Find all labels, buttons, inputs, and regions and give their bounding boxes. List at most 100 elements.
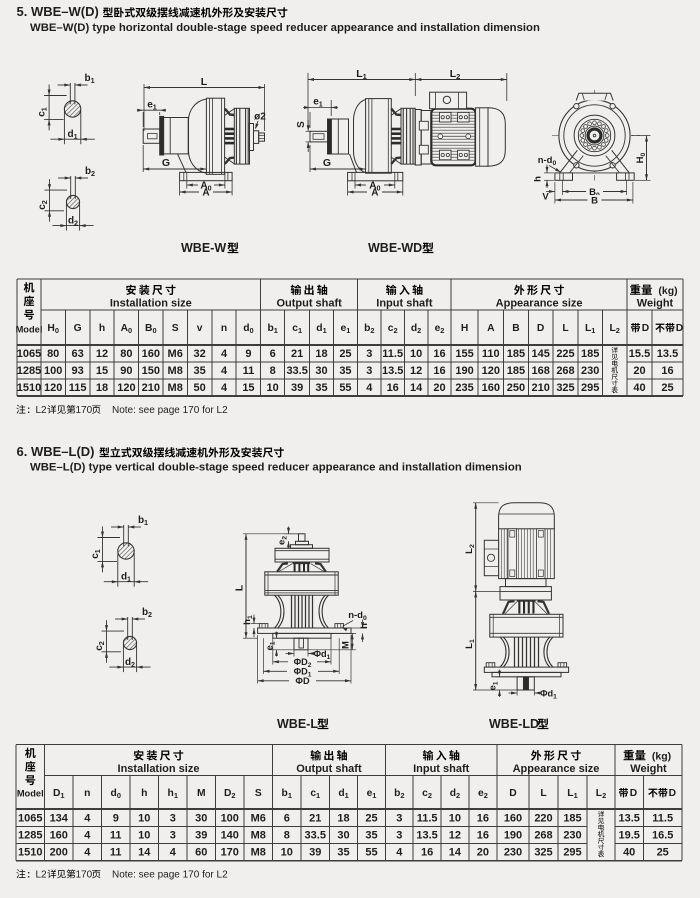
svg-text:e2: e2	[478, 788, 488, 800]
svg-text:M: M	[197, 788, 206, 799]
svg-text:G: G	[162, 157, 170, 169]
svg-text:55: 55	[365, 847, 377, 859]
svg-text:D: D	[630, 788, 637, 799]
svg-text:168: 168	[531, 365, 549, 377]
svg-text:30: 30	[315, 365, 327, 377]
svg-text:10: 10	[410, 348, 422, 360]
svg-text:15.5: 15.5	[629, 348, 650, 360]
svg-text:160: 160	[142, 348, 160, 360]
svg-text:M8: M8	[251, 847, 266, 859]
svg-text:160: 160	[50, 830, 68, 842]
svg-text:d0: d0	[243, 323, 253, 335]
svg-text:295: 295	[581, 382, 599, 394]
svg-text:d2: d2	[125, 657, 135, 669]
svg-text:15: 15	[96, 365, 108, 377]
svg-text:16: 16	[387, 382, 399, 394]
svg-text:235: 235	[455, 382, 473, 394]
svg-text:8: 8	[284, 830, 290, 842]
svg-text:185: 185	[563, 812, 581, 824]
svg-text:h1: h1	[168, 788, 178, 800]
svg-text:d0: d0	[111, 788, 121, 800]
svg-text:80: 80	[120, 348, 132, 360]
svg-text:L1: L1	[567, 788, 577, 800]
svg-text:e2: e2	[435, 323, 445, 335]
svg-text:12: 12	[449, 830, 461, 842]
svg-text:4: 4	[221, 382, 228, 394]
svg-text:11.5: 11.5	[417, 812, 438, 824]
svg-text:D: D	[642, 323, 649, 334]
svg-text:4: 4	[84, 812, 91, 824]
svg-text:L2: L2	[36, 405, 48, 416]
svg-text:(kg): (kg)	[658, 285, 677, 297]
svg-text:120: 120	[117, 382, 135, 394]
svg-text:Appearance size: Appearance size	[496, 298, 583, 310]
svg-text:L1: L1	[464, 639, 476, 649]
svg-text::: :	[27, 405, 30, 416]
svg-text:L2: L2	[36, 870, 48, 881]
svg-text:35: 35	[339, 365, 351, 377]
svg-text:3: 3	[396, 812, 402, 824]
svg-text:d2: d2	[411, 323, 421, 335]
svg-text:ΦD: ΦD	[295, 676, 310, 686]
svg-text:c1: c1	[37, 107, 49, 117]
svg-text:ΦD1: ΦD1	[294, 667, 312, 679]
svg-text:A0: A0	[369, 181, 380, 193]
svg-text:11: 11	[110, 830, 122, 842]
svg-text:e1: e1	[147, 99, 157, 111]
svg-text:h1: h1	[242, 615, 254, 625]
svg-text:b1: b1	[138, 515, 148, 527]
svg-text:11.5: 11.5	[382, 348, 403, 360]
svg-text:18: 18	[337, 812, 349, 824]
svg-text:100: 100	[44, 365, 62, 377]
svg-text:40: 40	[633, 382, 645, 394]
svg-text:d1: d1	[338, 788, 348, 800]
svg-text:b1: b1	[282, 788, 292, 800]
svg-text:16: 16	[433, 365, 445, 377]
svg-text:190: 190	[504, 830, 522, 842]
svg-text:115: 115	[69, 382, 87, 394]
svg-text:Weight: Weight	[630, 763, 667, 775]
svg-text:n-d0: n-d0	[348, 610, 367, 622]
svg-text:39: 39	[195, 830, 207, 842]
svg-text:L2: L2	[609, 323, 619, 335]
svg-text:WBE-L: WBE-L	[277, 717, 318, 731]
svg-text:18: 18	[315, 348, 327, 360]
svg-text:25: 25	[657, 847, 669, 859]
svg-text:16: 16	[433, 348, 445, 360]
svg-text:185: 185	[581, 348, 599, 360]
svg-text:e1: e1	[265, 641, 277, 650]
svg-text:4: 4	[84, 847, 91, 859]
svg-text::: :	[27, 870, 30, 881]
svg-text:S: S	[172, 323, 179, 334]
svg-text:1510: 1510	[17, 382, 41, 394]
svg-text:6. WBE–L(D): 6. WBE–L(D)	[17, 444, 95, 459]
svg-text:13.5: 13.5	[657, 348, 678, 360]
svg-text:6: 6	[284, 812, 290, 824]
svg-text:9: 9	[113, 812, 119, 824]
svg-text:12: 12	[96, 348, 108, 360]
svg-text:15: 15	[242, 382, 254, 394]
svg-text:30: 30	[195, 812, 207, 824]
svg-text:25: 25	[365, 812, 377, 824]
svg-text:3: 3	[170, 812, 176, 824]
svg-text:40: 40	[623, 847, 635, 859]
svg-text:268: 268	[556, 365, 574, 377]
svg-text:30: 30	[337, 830, 349, 842]
svg-text:190: 190	[455, 365, 473, 377]
svg-text:L2: L2	[450, 68, 461, 81]
svg-text:10: 10	[449, 812, 461, 824]
svg-text:S: S	[255, 788, 262, 799]
svg-text:d1: d1	[121, 572, 131, 584]
svg-text:14: 14	[138, 847, 151, 859]
svg-text:160: 160	[504, 812, 522, 824]
svg-text:16: 16	[477, 812, 489, 824]
svg-text:A: A	[487, 323, 495, 334]
svg-text:D: D	[537, 323, 544, 334]
svg-text:10: 10	[281, 847, 293, 859]
svg-text:e2: e2	[277, 536, 289, 545]
svg-text:L1: L1	[356, 68, 367, 81]
svg-text:140: 140	[221, 830, 239, 842]
svg-text:13.5: 13.5	[382, 365, 403, 377]
svg-text:M: M	[341, 641, 352, 649]
svg-text:b1: b1	[267, 323, 277, 335]
